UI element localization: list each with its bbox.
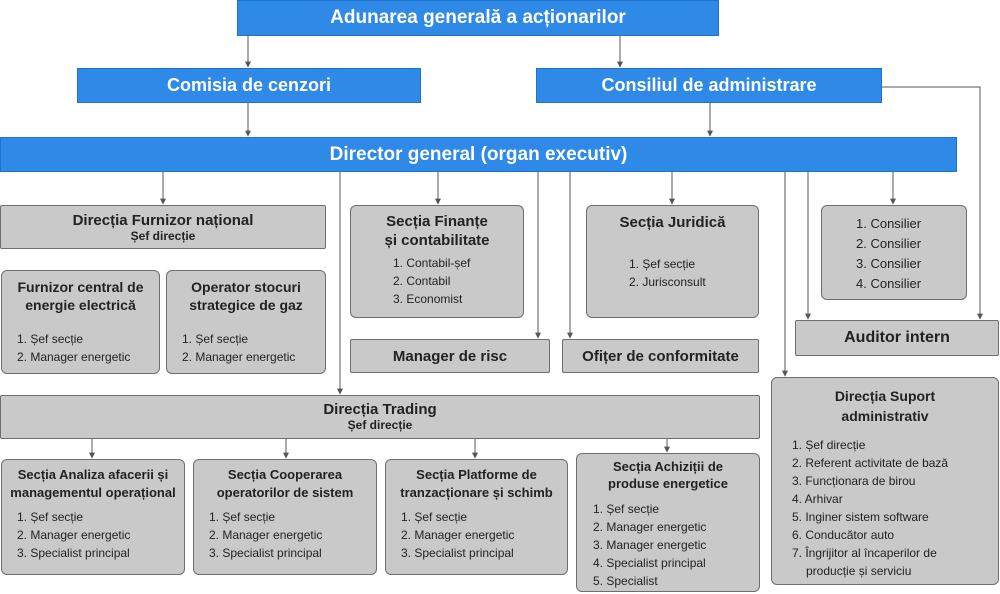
national-supplier-box: Direcția Furnizor național Șef direcție bbox=[0, 205, 326, 249]
finance-title-line1: Secția Finanțe bbox=[386, 213, 488, 230]
list-item: 3. Manager energetic bbox=[593, 538, 707, 552]
general-assembly-box: Adunarea generală a acționarilor bbox=[237, 0, 719, 36]
list-item: 4. Specialist principal bbox=[593, 556, 706, 570]
finance-title-line2: și contabilitate bbox=[384, 232, 490, 249]
list-item: 3. Funcționara de birou bbox=[792, 474, 916, 488]
list-item: 1. Șef secție bbox=[17, 510, 84, 524]
platforms-title-line2: tranzacționare și schimb bbox=[400, 485, 553, 500]
finance-list: 1. Contabil-șef 2. Contabil 3. Economist bbox=[351, 254, 523, 308]
list-item: 2. Manager energetic bbox=[17, 528, 131, 542]
trading-subtitle: Șef direcție bbox=[347, 418, 413, 432]
list-item: 1. Contabil-șef bbox=[393, 256, 471, 270]
list-item: 1. Șef secție bbox=[209, 510, 276, 524]
gas-operator-box: Operator stocuri strategice de gaz 1. Șe… bbox=[166, 270, 326, 374]
cooperation-title-line2: operatorilor de sistem bbox=[216, 485, 354, 500]
list-item: 5. Specialist bbox=[593, 574, 658, 588]
platforms-list: 1. Șef secție 2. Manager energetic 3. Sp… bbox=[386, 508, 567, 562]
internal-auditor-label: Auditor intern bbox=[844, 329, 950, 346]
national-supplier-subtitle: Șef direcție bbox=[130, 229, 196, 243]
director-general-label: Director general (organ executiv) bbox=[329, 143, 628, 165]
director-general-box: Director general (organ executiv) bbox=[0, 137, 957, 172]
procurement-title-line2: produse energetice bbox=[608, 476, 728, 491]
list-item: 1. Șef direcție bbox=[792, 438, 866, 452]
list-item: 2. Manager energetic bbox=[593, 520, 707, 534]
trading-title: Direcția Trading bbox=[323, 401, 437, 418]
national-supplier-title: Direcția Furnizor național bbox=[72, 212, 254, 229]
board-label: Consiliul de administrare bbox=[601, 75, 817, 95]
analysis-title-line1: Secția Analiza afacerii și bbox=[17, 467, 169, 482]
list-item: 6. Conducător auto bbox=[792, 528, 895, 542]
trading-box: Direcția Trading Șef direcție bbox=[0, 395, 760, 439]
list-item: 3. Economist bbox=[393, 292, 463, 306]
list-item: 3. Specialist principal bbox=[209, 546, 322, 560]
analysis-list: 1. Șef secție 2. Manager energetic 3. Sp… bbox=[2, 508, 184, 562]
risk-manager-box: Manager de risc bbox=[350, 339, 550, 373]
list-item: 2. Referent activitate de bază bbox=[792, 456, 949, 470]
cooperation-title-line1: Secția Cooperarea bbox=[227, 467, 343, 482]
legal-list: 1. Șef secție 2. Jurisconsult bbox=[587, 255, 758, 291]
list-item: 2. Consilier bbox=[856, 236, 922, 251]
compliance-officer-box: Ofițer de conformitate bbox=[562, 339, 759, 373]
procurement-list: 1. Șef secție 2. Manager energetic 3. Ma… bbox=[577, 500, 759, 590]
advisors-list: 1. Consilier 2. Consilier 3. Consilier 4… bbox=[822, 214, 966, 294]
gas-operator-title-line1: Operator stocuri bbox=[191, 279, 301, 295]
list-item: 3. Specialist principal bbox=[17, 546, 130, 560]
analysis-section-box: Secția Analiza afacerii și managementul … bbox=[1, 459, 185, 575]
auditors-commission-label: Comisia de cenzori bbox=[166, 75, 332, 95]
list-item: 2. Contabil bbox=[393, 274, 451, 288]
list-item: 5. Inginer sistem software bbox=[792, 510, 929, 524]
central-supplier-title-line2: energie electrică bbox=[25, 297, 136, 313]
list-item: 2. Manager energetic bbox=[17, 350, 131, 364]
list-item: 1. Șef secție bbox=[17, 332, 84, 346]
cooperation-list: 1. Șef secție 2. Manager energetic 3. Sp… bbox=[194, 508, 376, 562]
list-item: 1. Șef secție bbox=[629, 257, 696, 271]
legal-box: Secția Juridică 1. Șef secție 2. Jurisco… bbox=[586, 205, 759, 318]
platforms-title-line1: Secția Platforme de bbox=[416, 467, 537, 482]
list-item: 2. Manager energetic bbox=[209, 528, 323, 542]
compliance-officer-label: Ofițer de conformitate bbox=[582, 347, 739, 365]
list-item: 1. Consilier bbox=[856, 216, 922, 231]
admin-support-title-line1: Direcția Suport bbox=[834, 388, 936, 404]
central-supplier-title-line1: Furnizor central de bbox=[17, 279, 144, 295]
procurement-title-line1: Secția Achiziții de bbox=[612, 459, 724, 474]
auditors-commission-box: Comisia de cenzori bbox=[77, 68, 421, 103]
legal-title: Secția Juridică bbox=[619, 214, 726, 231]
central-supplier-box: Furnizor central de energie electrică 1.… bbox=[1, 270, 160, 374]
risk-manager-label: Manager de risc bbox=[392, 347, 508, 365]
admin-support-title-line2: administrativ bbox=[841, 408, 929, 424]
admin-support-list: 1. Șef direcție 2. Referent activitate d… bbox=[772, 436, 998, 580]
cooperation-section-box: Secția Cooperarea operatorilor de sistem… bbox=[193, 459, 377, 575]
list-item: 3. Specialist principal bbox=[401, 546, 514, 560]
list-item: 4. Consilier bbox=[856, 276, 922, 291]
list-item: 1. Șef secție bbox=[401, 510, 468, 524]
list-item: 2. Manager energetic bbox=[182, 350, 296, 364]
list-item: 4. Arhivar bbox=[792, 492, 843, 506]
list-item: producție și serviciu bbox=[806, 564, 912, 578]
board-box: Consiliul de administrare bbox=[536, 68, 882, 103]
internal-auditor-box: Auditor intern bbox=[795, 320, 999, 356]
central-supplier-list: 1. Șef secție 2. Manager energetic bbox=[11, 330, 159, 366]
analysis-title-line2: managementul operațional bbox=[10, 485, 176, 500]
platforms-section-box: Secția Platforme de tranzacționare și sc… bbox=[385, 459, 568, 575]
advisors-box: 1. Consilier 2. Consilier 3. Consilier 4… bbox=[821, 205, 967, 300]
list-item: 1. Șef secție bbox=[182, 332, 249, 346]
gas-operator-list: 1. Șef secție 2. Manager energetic bbox=[176, 330, 325, 366]
list-item: 3. Consilier bbox=[856, 256, 922, 271]
gas-operator-title-line2: strategice de gaz bbox=[189, 297, 303, 313]
finance-box: Secția Finanțe și contabilitate 1. Conta… bbox=[350, 205, 524, 318]
list-item: 2. Jurisconsult bbox=[629, 275, 706, 289]
list-item: 2. Manager energetic bbox=[401, 528, 515, 542]
admin-support-box: Direcția Suport administrativ 1. Șef dir… bbox=[771, 377, 999, 585]
list-item: 7. Îngrijitor al încaperilor de bbox=[792, 546, 937, 560]
list-item: 1. Șef secție bbox=[593, 502, 660, 516]
procurement-section-box: Secția Achiziții de produse energetice 1… bbox=[576, 453, 760, 592]
general-assembly-label: Adunarea generală a acționarilor bbox=[330, 7, 626, 28]
